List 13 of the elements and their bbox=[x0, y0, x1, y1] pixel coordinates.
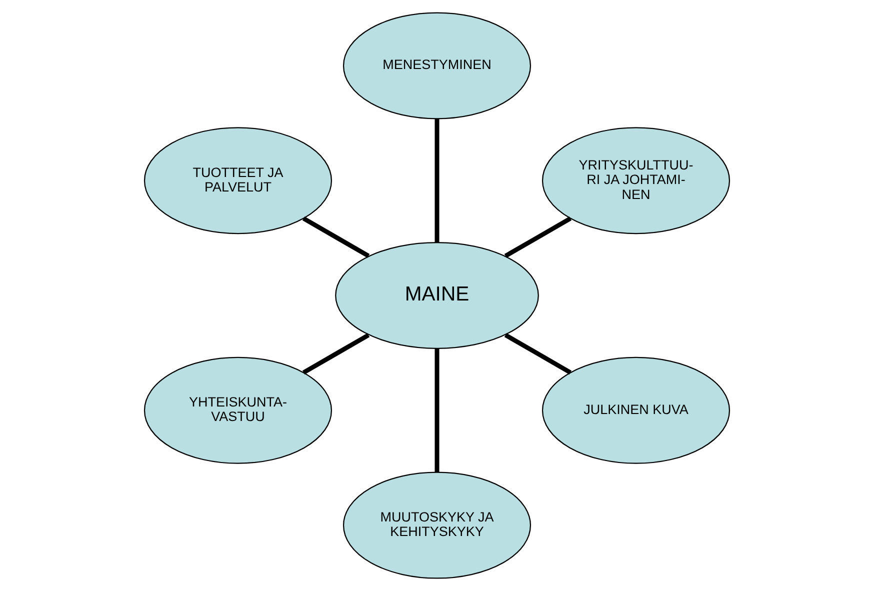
node-ellipse: YRITYSKULTTUU- RI JA JOHTAMI- NEN bbox=[541, 127, 730, 234]
node-ellipse: MAINE bbox=[334, 242, 538, 349]
node-ellipse: TUOTTEET JA PALVELUT bbox=[143, 127, 332, 234]
connector bbox=[302, 333, 370, 374]
node-ellipse: YHTEISKUNTA- VASTUU bbox=[143, 356, 332, 464]
connector bbox=[504, 333, 572, 374]
connector bbox=[434, 118, 439, 242]
connector bbox=[504, 216, 572, 258]
node-ellipse: JULKINEN KUVA bbox=[541, 356, 730, 464]
connector bbox=[434, 348, 439, 472]
connector bbox=[302, 216, 370, 258]
node-ellipse: MENESTYMINEN bbox=[342, 12, 531, 120]
node-ellipse: MUUTOSKYKY JA KEHITYSKYKY bbox=[342, 472, 531, 579]
